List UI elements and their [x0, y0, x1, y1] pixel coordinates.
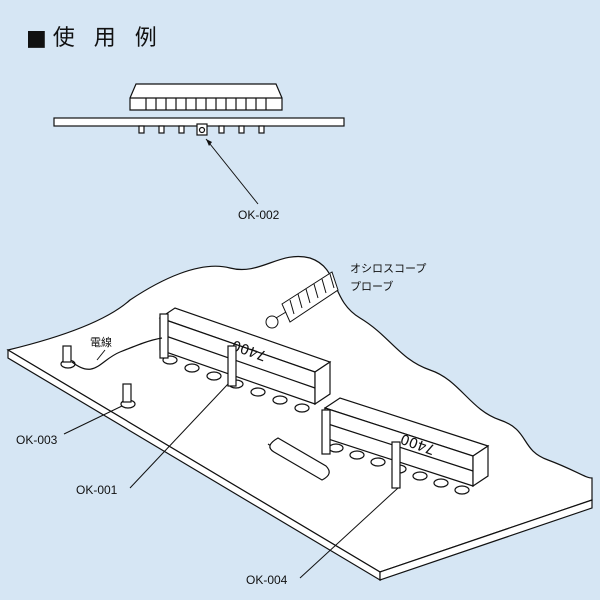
left-ic: 7400	[158, 307, 332, 413]
pin-ok-003	[120, 383, 136, 409]
side-view-lower-pins	[138, 123, 265, 136]
label-probe-line1: オシロスコープ	[350, 262, 426, 275]
cylinder-component	[267, 437, 330, 481]
pcb-board	[6, 255, 593, 582]
label-ok-003: OK-003	[16, 433, 58, 447]
pin-ok-001	[227, 345, 237, 387]
label-probe-line2: プローブ	[350, 279, 393, 293]
oscilloscope-probe	[265, 271, 339, 329]
label-ok-002: OK-002	[238, 208, 280, 222]
figure-title: ■使 用 例	[26, 26, 163, 51]
label-ok-004: OK-004	[246, 573, 288, 587]
pin-ok-004	[321, 409, 401, 489]
pin-wire-end	[60, 313, 169, 369]
wire	[71, 337, 163, 370]
label-wire: 電線	[90, 335, 112, 349]
side-view-ic-pins	[145, 98, 267, 110]
label-ok-001: OK-001	[76, 483, 118, 497]
side-view-assembly	[53, 83, 345, 136]
